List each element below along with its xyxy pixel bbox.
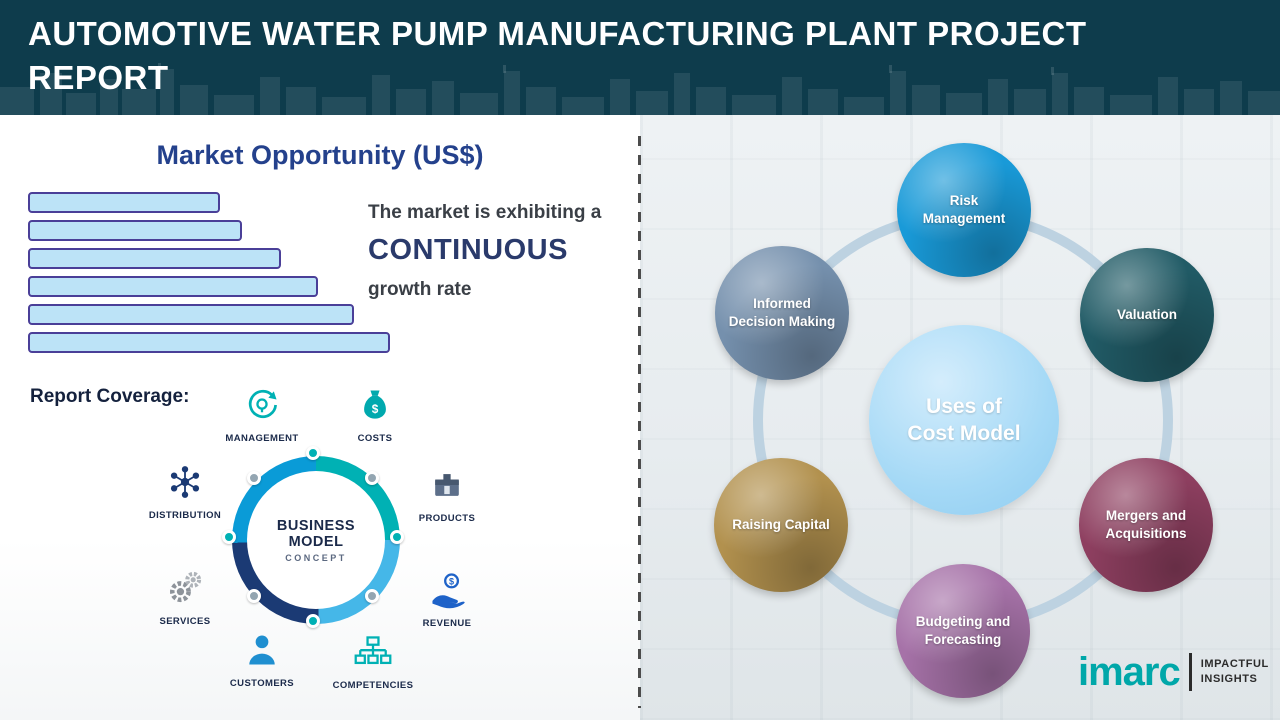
bar-chart — [28, 192, 390, 360]
page-title: AUTOMOTIVE WATER PUMP MANUFACTURING PLAN… — [28, 15, 1087, 96]
chart-title: Market Opportunity (US$) — [156, 140, 484, 170]
right-panel: Risk Management Valuation Mergers and Ac… — [640, 115, 1280, 720]
box-icon — [427, 474, 467, 509]
coverage-item-distribution: DISTRIBUTION — [143, 462, 227, 521]
business-model-title-2: MODEL — [288, 533, 344, 550]
logo-tagline-line-1: IMPACTFUL — [1200, 658, 1269, 671]
node-label: Raising Capital — [732, 517, 830, 533]
ring-node-icon — [247, 471, 261, 485]
coverage-item-competencies: COMPETENCIES — [331, 632, 415, 691]
business-model-center: BUSINESS MODEL CONCEPT — [247, 471, 385, 609]
business-model-title-3: CONCEPT — [285, 552, 347, 563]
node-valuation: Valuation — [1080, 248, 1214, 382]
node-label: Budgeting and Forecasting — [915, 614, 1011, 647]
cost-model-center: Uses of Cost Model — [869, 325, 1059, 515]
growth-annotation: The market is exhibiting a CONTINUOUS gr… — [368, 202, 630, 301]
node-budgeting-forecasting: Budgeting and Forecasting — [896, 564, 1030, 698]
ring-node-icon — [306, 614, 320, 628]
business-model-title-1: BUSINESS — [276, 517, 356, 534]
node-label: Risk Management — [922, 193, 1006, 226]
node-label: Informed Decision Making — [728, 296, 836, 329]
gears-icon — [165, 571, 205, 612]
ring-node-icon — [222, 530, 236, 544]
hand-coin-icon: $ — [427, 573, 467, 614]
bar — [28, 192, 220, 213]
network-icon — [165, 466, 205, 506]
growth-line-2: growth rate — [368, 279, 472, 300]
logo-tagline-line-2: INSIGHTS — [1200, 673, 1258, 685]
money-bag-icon: $ — [355, 390, 395, 429]
coverage-item-label: REVENUE — [422, 618, 472, 629]
node-label: Valuation — [1116, 307, 1177, 323]
ring-node-icon — [365, 471, 379, 485]
report-coverage-label: Report Coverage: — [30, 386, 190, 407]
header-banner: AUTOMOTIVE WATER PUMP MANUFACTURING PLAN… — [0, 0, 1280, 115]
svg-text:$: $ — [372, 402, 379, 416]
growth-line-1: The market is exhibiting a — [368, 202, 602, 223]
city-skyline-graphic — [0, 63, 1280, 115]
node-mergers-acquisitions: Mergers and Acquisitions — [1079, 458, 1213, 592]
node-risk-management: Risk Management — [897, 143, 1031, 277]
center-label-1: Uses of — [926, 394, 1002, 418]
coverage-item-revenue: $ REVENUE — [405, 570, 489, 629]
coverage-item-label: COMPETENCIES — [332, 680, 414, 691]
coverage-item-products: PRODUCTS — [405, 465, 489, 524]
bar — [28, 304, 354, 325]
bar — [28, 276, 318, 297]
center-label-2: Cost Model — [907, 422, 1021, 445]
dashed-divider — [638, 136, 641, 708]
org-chart-icon — [353, 636, 393, 676]
person-icon — [242, 635, 282, 674]
bar — [28, 248, 282, 269]
bar — [28, 332, 390, 353]
logo-tagline: IMPACTFUL INSIGHTS — [1201, 657, 1269, 687]
node-informed-decision-making: Informed Decision Making — [715, 246, 849, 380]
growth-emphasis: CONTINUOUS — [368, 234, 568, 266]
coverage-item-costs: $ COSTS — [333, 385, 417, 444]
ring-node-icon — [365, 589, 379, 603]
coverage-item-management: MANAGEMENT — [220, 385, 304, 444]
coverage-item-label: COSTS — [357, 433, 393, 444]
coverage-item-label: MANAGEMENT — [225, 433, 299, 444]
bar — [28, 220, 242, 241]
coverage-item-label: DISTRIBUTION — [148, 510, 222, 521]
svg-text:$: $ — [449, 577, 454, 587]
coverage-item-label: PRODUCTS — [418, 513, 476, 524]
ring-node-icon — [390, 530, 404, 544]
node-raising-capital: Raising Capital — [714, 458, 848, 592]
coverage-item-label: CUSTOMERS — [229, 678, 295, 689]
ring-node-icon — [306, 446, 320, 460]
imarc-logo: imarc IMPACTFUL INSIGHTS — [1078, 652, 1269, 692]
coverage-item-label: SERVICES — [159, 616, 211, 627]
coverage-item-services: SERVICES — [143, 568, 227, 627]
imarc-logo-wordmark: imarc — [1078, 650, 1181, 694]
node-label: Mergers and Acquisitions — [1105, 508, 1187, 541]
business-model-ring: BUSINESS MODEL CONCEPT — [222, 446, 404, 628]
ring-node-icon — [247, 589, 261, 603]
management-cycle-icon — [242, 389, 282, 429]
logo-divider-bar — [1188, 653, 1192, 691]
coverage-item-customers: CUSTOMERS — [220, 630, 304, 689]
